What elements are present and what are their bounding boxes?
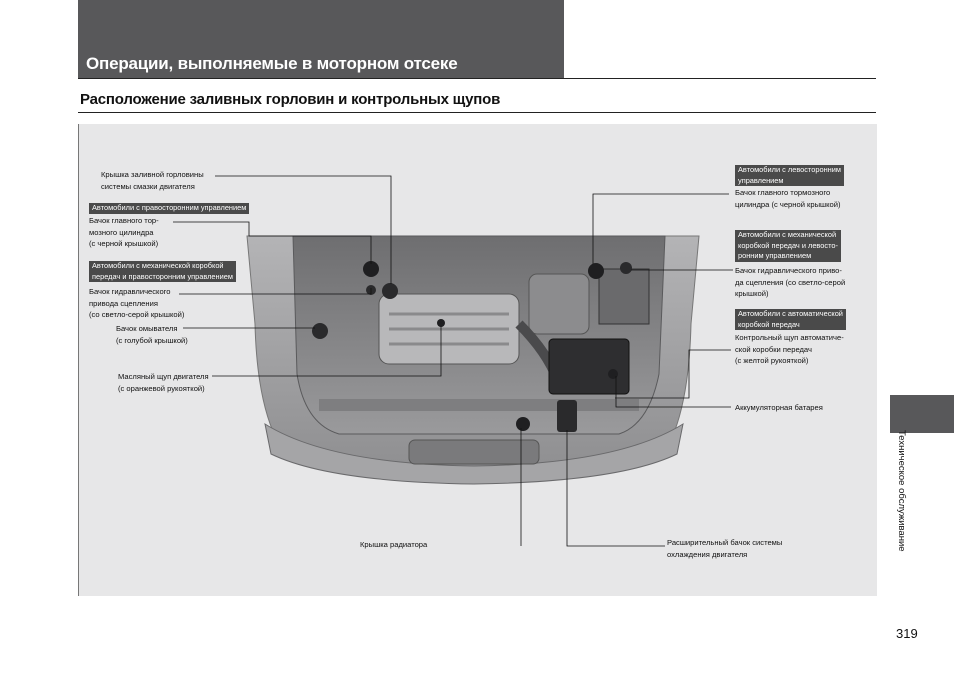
brake-lhd-label: Бачок главного тормозного цилиндра (с че…	[735, 187, 841, 210]
washer-label: Бачок омывателя (с голубой крышкой)	[116, 323, 188, 346]
oil-cap-text: Крышка заливной горловины системы смазки…	[101, 170, 204, 191]
rhd-tag: Автомобили с правосторонним управлением	[89, 203, 250, 214]
atf-dipstick-text: Контрольный щуп автоматиче- ской коробки…	[735, 333, 844, 365]
section-title: Расположение заливных горловин и контрол…	[80, 91, 501, 108]
page-title: Операции, выполняемые в моторном отсеке	[86, 54, 458, 73]
section-side-text: Техническое обслуживание	[896, 430, 907, 552]
engine-illustration	[173, 175, 733, 547]
section-tab	[890, 395, 954, 433]
radiator-cap-label: Крышка радиатора	[360, 540, 428, 549]
coolant-tank-text: Расширительный бачок системы охлаждения …	[667, 538, 783, 559]
section-side-label: Техническое обслуживание	[895, 430, 909, 570]
dipstick-text: Масляный щуп двигателя (с оранжевой руко…	[118, 372, 209, 393]
battery-label: Аккумуляторная батарея	[735, 403, 823, 412]
clutch-lhd-label: Бачок гидравлического приво- да сцеплени…	[735, 265, 845, 300]
engine-bay-figure: Крышка заливной горловины системы смазки…	[78, 124, 877, 596]
mt-lhd-tag: Автомобили с механической коробкой перед…	[735, 230, 841, 262]
atf-dipstick-label: Контрольный щуп автоматиче- ской коробки…	[735, 332, 844, 367]
clutch-rhd-text: Бачок гидравлического привода сцепления …	[89, 287, 185, 319]
clutch-lhd-text: Бачок гидравлического приво- да сцеплени…	[735, 266, 846, 298]
header-rule	[78, 78, 876, 79]
brake-rhd-text: Бачок главного тор- мозного цилиндра (с …	[89, 216, 159, 248]
page-number: 319	[896, 626, 918, 641]
brake-lhd-text: Бачок главного тормозного цилиндра (с че…	[735, 188, 841, 209]
washer-text: Бачок омывателя (с голубой крышкой)	[116, 324, 188, 345]
oil-cap-label: Крышка заливной горловины системы смазки…	[101, 169, 204, 192]
coolant-tank-label: Расширительный бачок системы охлаждения …	[667, 537, 782, 560]
mt-rhd-tag: Автомобили с механической коробкой перед…	[89, 261, 236, 282]
header-band	[78, 0, 564, 78]
dipstick-label: Масляный щуп двигателя (с оранжевой руко…	[118, 371, 209, 394]
section-rule	[78, 112, 876, 113]
lhd-tag: Автомобили с левосторонним управлением	[735, 165, 844, 186]
brake-rhd-label: Бачок главного тор- мозного цилиндра (с …	[89, 215, 159, 250]
clutch-rhd-label: Бачок гидравлического привода сцепления …	[89, 286, 184, 321]
at-tag: Автомобили с автоматической коробкой пер…	[735, 309, 846, 330]
